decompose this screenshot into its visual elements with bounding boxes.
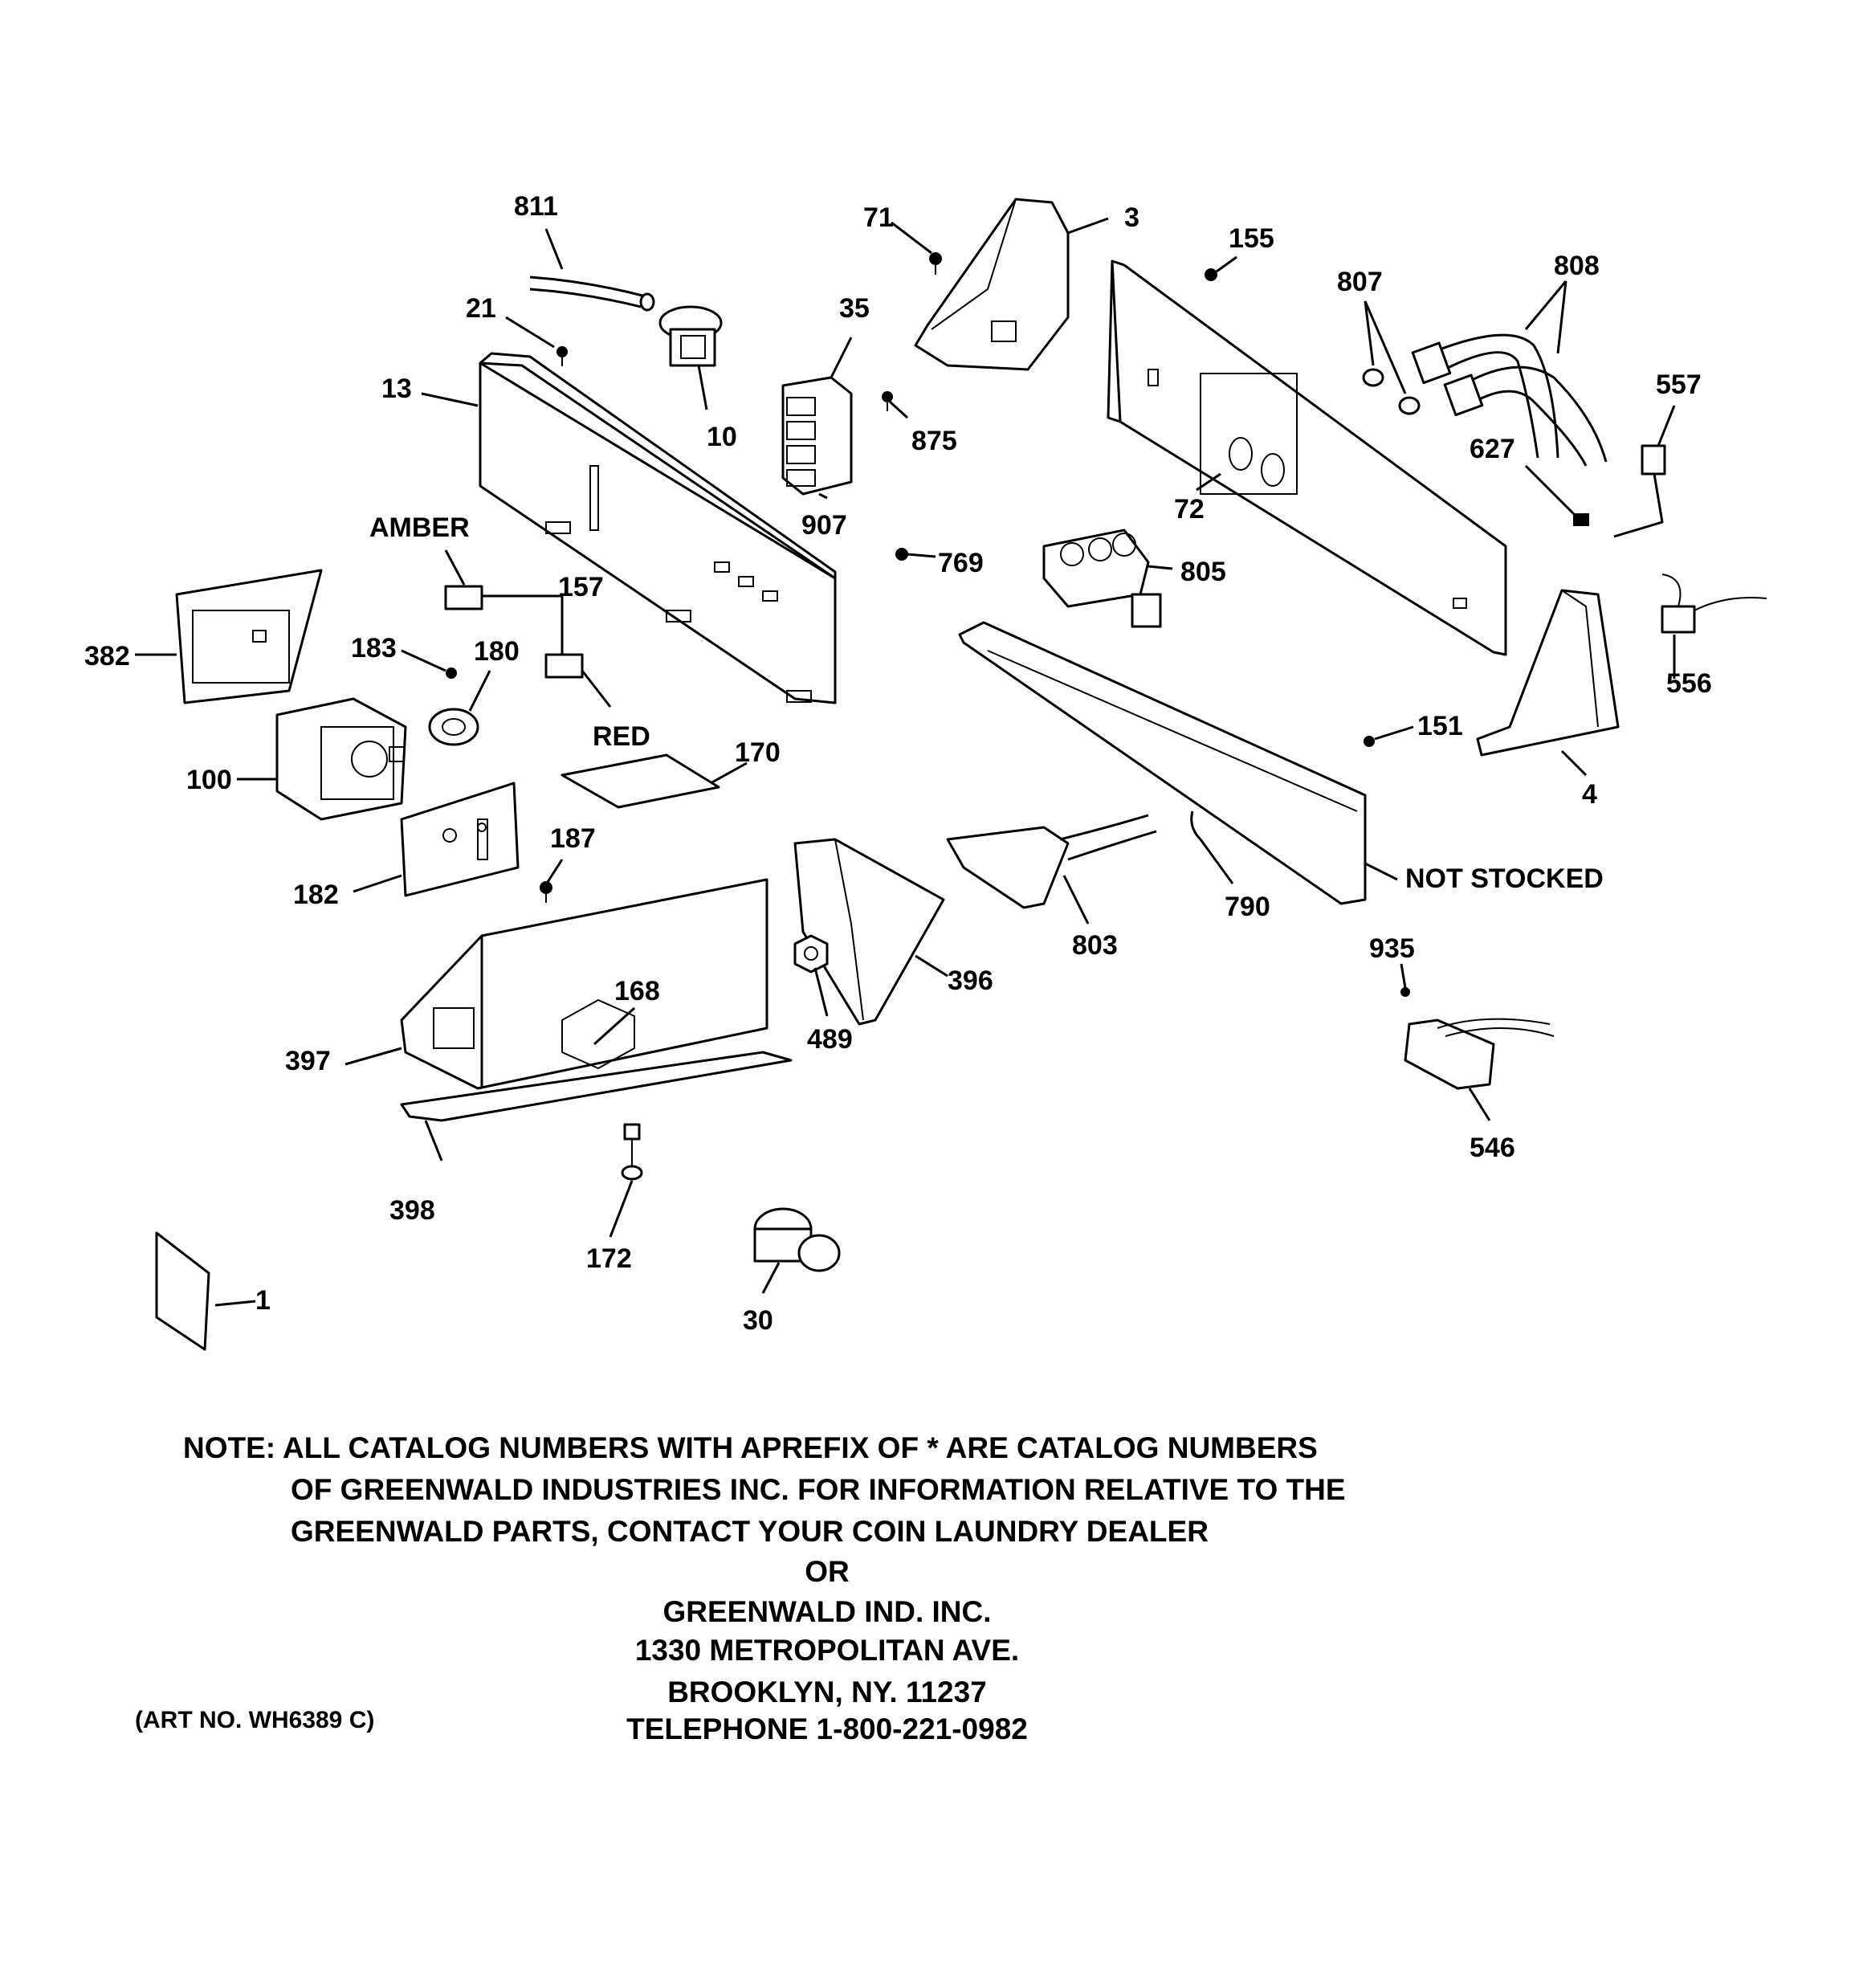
part-807-washers — [1362, 368, 1421, 415]
callout-red: RED — [593, 721, 650, 752]
note-line-2: OF GREENWALD INDUSTRIES INC. FOR INFORMA… — [291, 1473, 1346, 1506]
part-805-water-valve — [1042, 529, 1162, 628]
callout-180: 180 — [474, 636, 520, 667]
callout-21: 21 — [466, 293, 496, 324]
note-company: GREENWALD IND. INC. — [662, 1595, 992, 1628]
part-10-pressure-switch — [658, 305, 723, 367]
part-100-timer — [275, 697, 407, 821]
callout-382: 382 — [84, 641, 130, 672]
part-397-housing — [400, 878, 768, 1090]
note-or: OR — [805, 1555, 850, 1588]
part-811-hose — [529, 276, 655, 312]
callout-397: 397 — [285, 1046, 331, 1076]
part-4-end-cap — [1476, 589, 1620, 757]
part-398-plate — [400, 1051, 793, 1122]
callout-amber: AMBER — [369, 512, 470, 543]
callout-556: 556 — [1666, 668, 1712, 699]
callout-182: 182 — [293, 880, 339, 910]
part-180-bracket — [428, 708, 479, 746]
callout-907: 907 — [801, 510, 847, 541]
callout-10: 10 — [707, 422, 737, 452]
callout-151: 151 — [1417, 711, 1463, 741]
callout-875: 875 — [911, 426, 957, 456]
callout-4: 4 — [1582, 779, 1597, 810]
callout-627: 627 — [1470, 434, 1515, 464]
callout-168: 168 — [614, 976, 660, 1006]
part-803-dispenser — [946, 814, 1157, 909]
part-3-end-cap — [914, 198, 1070, 371]
callout-805: 805 — [1180, 557, 1226, 587]
callout-769: 769 — [938, 548, 984, 578]
part-170-gasket — [561, 753, 720, 809]
callout-3: 3 — [1124, 202, 1139, 233]
part-907-switch-block — [781, 376, 853, 496]
callout-808: 808 — [1554, 251, 1600, 281]
part-489-nut — [793, 934, 829, 974]
callout-13: 13 — [381, 374, 412, 404]
part-71-screw — [929, 252, 942, 275]
part-556-connector — [1661, 574, 1767, 634]
art-number: (ART NO. WH6389 C) — [135, 1707, 375, 1733]
callout-labels: 811 21 13 10 35 907 875 71 3 155 807 808… — [84, 191, 1712, 1336]
part-769-screw — [895, 548, 908, 561]
callout-811: 811 — [514, 191, 558, 222]
part-13-control-panel — [479, 352, 837, 704]
callout-935: 935 — [1369, 933, 1415, 964]
note-phone: TELEPHONE 1-800-221-0982 — [626, 1712, 1028, 1745]
part-396-bracket — [793, 838, 945, 1026]
note-line-3: GREENWALD PARTS, CONTACT YOUR COIN LAUND… — [291, 1515, 1209, 1548]
callout-807: 807 — [1337, 267, 1383, 297]
callout-155: 155 — [1229, 223, 1274, 254]
callout-1: 1 — [255, 1285, 271, 1316]
part-rail-not-stocked — [958, 621, 1367, 905]
callout-35: 35 — [839, 293, 870, 324]
part-155-screw — [1205, 268, 1217, 281]
part-72-backsplash — [1107, 259, 1507, 656]
part-21-screw — [556, 346, 568, 366]
part-808-fill-hoses — [1411, 333, 1608, 467]
part-546-harness — [1400, 987, 1555, 1090]
part-151-screw — [1364, 736, 1375, 747]
part-182-plate — [400, 782, 520, 897]
part-875-screw — [882, 391, 893, 411]
note-line-1: NOTE: ALL CATALOG NUMBERS WITH APREFIX O… — [183, 1431, 1318, 1464]
part-172-standoff — [621, 1123, 643, 1181]
part-790-clip — [1190, 810, 1202, 841]
note-street: 1330 METROPOLITAN AVE. — [634, 1634, 1020, 1667]
leader-lines — [135, 217, 1676, 1307]
part-187-screw — [540, 881, 552, 903]
note-city: BROOKLYN, NY. 11237 — [667, 1676, 987, 1708]
callout-170: 170 — [735, 737, 781, 768]
callout-71: 71 — [863, 202, 894, 233]
callout-157: 157 — [558, 572, 604, 602]
part-183-screw — [446, 667, 457, 679]
part-382-bracket — [175, 569, 323, 704]
callout-187: 187 — [550, 823, 596, 854]
callout-790: 790 — [1225, 892, 1270, 922]
callout-546: 546 — [1470, 1133, 1515, 1163]
callout-557: 557 — [1656, 369, 1702, 400]
callout-398: 398 — [389, 1195, 435, 1226]
callout-not-stocked: NOT STOCKED — [1405, 863, 1604, 894]
callout-100: 100 — [186, 765, 232, 795]
callout-172: 172 — [586, 1243, 632, 1274]
callout-396: 396 — [948, 965, 993, 996]
callout-803: 803 — [1072, 930, 1118, 961]
part-1-literature — [155, 1231, 210, 1351]
callout-30: 30 — [743, 1305, 773, 1336]
callout-489: 489 — [807, 1024, 853, 1055]
part-157-indicator-lights — [444, 585, 584, 679]
callout-72: 72 — [1174, 494, 1205, 525]
part-557-harness — [1613, 444, 1666, 538]
part-30-capacitor — [753, 1207, 841, 1272]
part-627-clip — [1573, 513, 1589, 526]
callout-183: 183 — [351, 633, 397, 663]
